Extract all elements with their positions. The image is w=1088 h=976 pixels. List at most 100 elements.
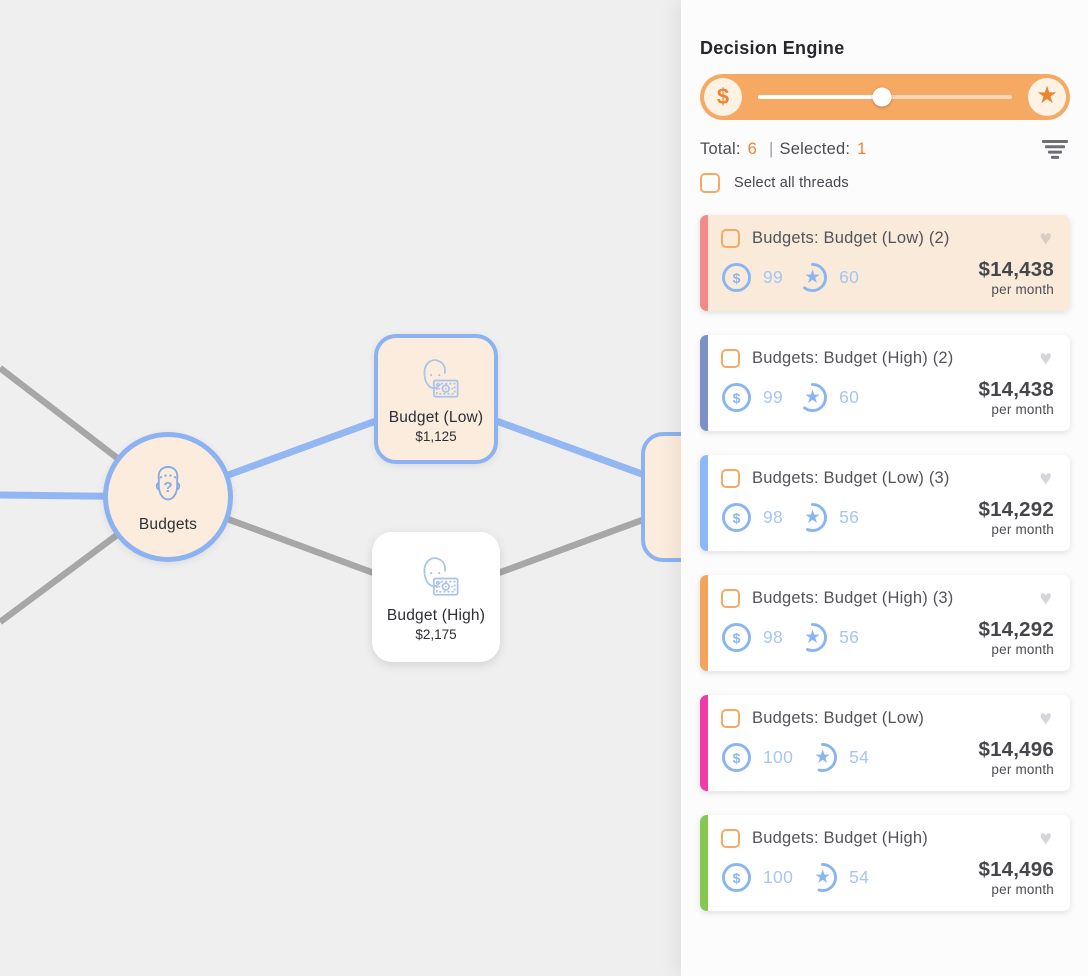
thread-accent-bar bbox=[700, 455, 708, 551]
dollar-icon: $ bbox=[732, 749, 741, 766]
dollar-score-badge: $ bbox=[721, 382, 752, 413]
price-block: $14,438 per month bbox=[978, 378, 1054, 417]
thread-price-period: per month bbox=[991, 881, 1054, 897]
node-budget-low[interactable]: Budget (Low) $1,125 bbox=[374, 334, 498, 464]
slider-fill bbox=[758, 95, 883, 99]
star-icon: ★ bbox=[805, 629, 820, 647]
dollar-score-badge: $ bbox=[721, 622, 752, 653]
selected-label: Selected: bbox=[779, 139, 851, 158]
panel-title: Decision Engine bbox=[700, 38, 845, 58]
star-icon: ★ bbox=[1028, 78, 1066, 116]
totals-separator: | bbox=[769, 139, 774, 158]
person-money-icon bbox=[410, 354, 462, 406]
star-score: 60 bbox=[839, 387, 860, 408]
thread-checkbox[interactable] bbox=[721, 829, 740, 848]
thread-checkbox[interactable] bbox=[721, 709, 740, 728]
weight-slider[interactable]: $ ★ bbox=[700, 74, 1070, 120]
thread-card[interactable]: Budgets: Budget (High) (3) ♥ $ 98 ★ 56 $… bbox=[700, 575, 1070, 671]
thread-price-period: per month bbox=[991, 401, 1054, 417]
dollar-score: 99 bbox=[763, 387, 784, 408]
dollar-icon: $ bbox=[732, 869, 741, 886]
star-score: 56 bbox=[839, 507, 860, 528]
node-budgets[interactable]: ? Budgets bbox=[103, 432, 233, 562]
favorite-heart-icon[interactable]: ♥ bbox=[1039, 467, 1052, 490]
favorite-heart-icon[interactable]: ♥ bbox=[1039, 347, 1052, 370]
dollar-score-badge: $ bbox=[721, 742, 752, 773]
price-block: $14,496 per month bbox=[978, 738, 1054, 777]
price-block: $14,496 per month bbox=[978, 858, 1054, 897]
total-value: 6 bbox=[747, 139, 758, 158]
thread-card[interactable]: Budgets: Budget (High) (2) ♥ $ 99 ★ 60 $… bbox=[700, 335, 1070, 431]
star-score: 60 bbox=[839, 267, 860, 288]
thread-checkbox[interactable] bbox=[721, 589, 740, 608]
dollar-icon: $ bbox=[732, 389, 741, 406]
price-block: $14,292 per month bbox=[978, 618, 1054, 657]
person-money-icon bbox=[410, 552, 462, 604]
thread-card[interactable]: Budgets: Budget (High) ♥ $ 100 ★ 54 $14,… bbox=[700, 815, 1070, 911]
thread-price-period: per month bbox=[991, 281, 1054, 297]
dollar-score: 98 bbox=[763, 507, 784, 528]
persona-question-icon: ? bbox=[142, 461, 194, 513]
thread-title: Budgets: Budget (Low) (2) bbox=[752, 229, 950, 247]
node-label: Budgets bbox=[138, 515, 198, 533]
node-clipped-offscreen[interactable] bbox=[641, 432, 681, 562]
select-all-checkbox[interactable] bbox=[700, 173, 720, 193]
thread-accent-bar bbox=[700, 575, 708, 671]
thread-price: $14,496 bbox=[978, 858, 1054, 881]
dollar-score-badge: $ bbox=[721, 862, 752, 893]
thread-accent-bar bbox=[700, 335, 708, 431]
node-budget-high[interactable]: Budget (High) $2,175 bbox=[372, 532, 500, 662]
select-all-row: Select all threads bbox=[700, 173, 1070, 193]
thread-checkbox[interactable] bbox=[721, 469, 740, 488]
thread-title: Budgets: Budget (High) (2) bbox=[752, 349, 954, 367]
thread-price-period: per month bbox=[991, 521, 1054, 537]
decision-engine-panel: Decision Engine $ ★ Total: 6 | Selected:… bbox=[681, 0, 1088, 976]
star-icon: ★ bbox=[815, 869, 830, 887]
thread-price: $14,496 bbox=[978, 738, 1054, 761]
filter-button[interactable] bbox=[1040, 138, 1070, 160]
dollar-score: 100 bbox=[763, 867, 794, 888]
graph-canvas[interactable]: ? Budgets Budget (L bbox=[0, 0, 681, 976]
thread-title: Budgets: Budget (High) (3) bbox=[752, 589, 954, 607]
thread-price-period: per month bbox=[991, 641, 1054, 657]
dollar-score: 100 bbox=[763, 747, 794, 768]
thread-accent-bar bbox=[700, 215, 708, 311]
totals-row: Total: 6 | Selected: 1 bbox=[700, 138, 1070, 160]
thread-price: $14,438 bbox=[978, 258, 1054, 281]
star-icon: ★ bbox=[805, 389, 820, 407]
thread-card[interactable]: Budgets: Budget (Low) (3) ♥ $ 98 ★ 56 $1… bbox=[700, 455, 1070, 551]
star-icon: ★ bbox=[805, 269, 820, 287]
star-score-badge: ★ bbox=[797, 262, 828, 293]
dollar-icon: $ bbox=[732, 629, 741, 646]
node-label: Budget (High) bbox=[386, 607, 486, 624]
dollar-score-badge: $ bbox=[721, 502, 752, 533]
thread-card[interactable]: Budgets: Budget (Low) ♥ $ 100 ★ 54 $14,4… bbox=[700, 695, 1070, 791]
favorite-heart-icon[interactable]: ♥ bbox=[1039, 827, 1052, 850]
svg-text:?: ? bbox=[163, 478, 172, 495]
dollar-score-badge: $ bbox=[721, 262, 752, 293]
select-all-label: Select all threads bbox=[734, 175, 849, 191]
star-icon: ★ bbox=[815, 749, 830, 767]
star-score-badge: ★ bbox=[807, 742, 838, 773]
star-score-badge: ★ bbox=[807, 862, 838, 893]
thread-title: Budgets: Budget (Low) bbox=[752, 709, 925, 727]
favorite-heart-icon[interactable]: ♥ bbox=[1039, 587, 1052, 610]
thread-card[interactable]: Budgets: Budget (Low) (2) ♥ $ 99 ★ 60 $1… bbox=[700, 215, 1070, 311]
total-label: Total: bbox=[700, 139, 741, 158]
price-block: $14,292 per month bbox=[978, 498, 1054, 537]
thread-title: Budgets: Budget (High) bbox=[752, 829, 928, 847]
thread-checkbox[interactable] bbox=[721, 349, 740, 368]
node-label: Budget (Low) bbox=[388, 409, 484, 426]
node-price: $2,175 bbox=[415, 627, 457, 642]
star-score-badge: ★ bbox=[797, 622, 828, 653]
dollar-icon: $ bbox=[704, 78, 742, 116]
dollar-score: 98 bbox=[763, 627, 784, 648]
thread-checkbox[interactable] bbox=[721, 229, 740, 248]
dollar-icon: $ bbox=[732, 509, 741, 526]
slider-thumb[interactable] bbox=[872, 87, 892, 107]
slider-track[interactable] bbox=[758, 87, 1012, 107]
favorite-heart-icon[interactable]: ♥ bbox=[1039, 707, 1052, 730]
favorite-heart-icon[interactable]: ♥ bbox=[1039, 227, 1052, 250]
star-score: 54 bbox=[849, 747, 870, 768]
